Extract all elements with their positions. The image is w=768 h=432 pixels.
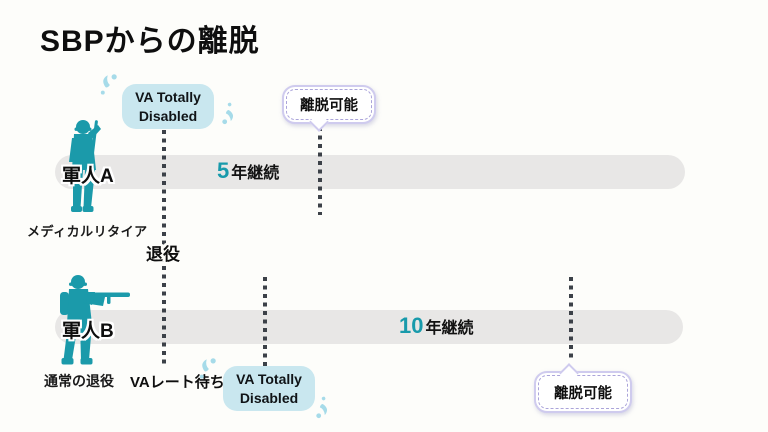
va-disabled-box-a: VA Totally Disabled [122,84,214,129]
withdraw-bubble-a: 離脱可能 [282,85,376,124]
splash-icon [198,356,224,382]
page-title: SBPからの離脱 [40,25,260,58]
event-line-withdraw-b [569,277,573,360]
soldier-rifle-icon [45,272,133,373]
duration-a-unit: 年継続 [231,165,280,182]
withdraw-bubble-a-label: 離脱可能 [300,98,358,114]
retirement-label: 退役 [146,245,180,264]
timeline-bar-b [55,310,683,344]
actor-a-label: 軍人A [62,166,114,187]
va-disabled-box-b: VA Totally Disabled [223,366,315,411]
withdraw-bubble-b: 離脱可能 [534,371,632,413]
splash-icon [99,72,125,98]
soldier-saluting-icon [52,118,118,223]
timeline-bar-a [55,155,685,189]
event-line-retirement [162,130,166,366]
va-disabled-box-a-line1: VA Totally [135,88,201,105]
event-line-disabled-b [263,277,267,367]
va-disabled-box-a-line2: Disabled [138,107,198,124]
actor-b-caption: 通常の退役 [44,373,114,389]
withdraw-bubble-b-label: 離脱可能 [554,385,612,402]
splash-icon [303,393,334,424]
splash-icon [209,99,240,130]
actor-a-caption: メディカルリタイア [27,224,148,239]
duration-b-unit: 年継続 [425,320,474,337]
va-disabled-box-b-line2: Disabled [239,389,299,406]
duration-b-number: 10 [399,313,424,338]
actor-b-label: 軍人B [62,321,114,342]
va-disabled-box-b-line1: VA Totally [236,370,302,387]
duration-a-number: 5 [217,158,230,183]
event-line-withdraw-a [318,127,322,215]
